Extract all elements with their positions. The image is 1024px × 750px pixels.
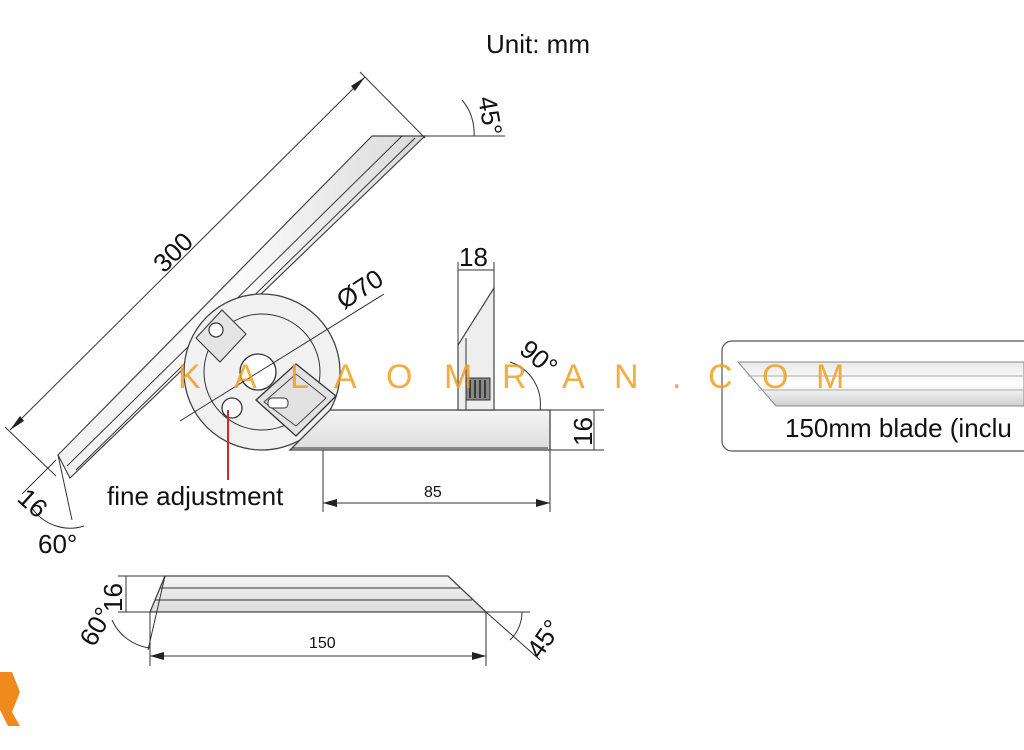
dim-angle-45-bottom: 45° bbox=[520, 614, 567, 663]
svg-text:A: A bbox=[562, 358, 585, 396]
dim-85: 85 bbox=[424, 484, 442, 501]
blade-clamp bbox=[195, 309, 247, 363]
svg-text:R: R bbox=[502, 358, 527, 396]
svg-text:N: N bbox=[614, 358, 639, 396]
svg-text:M: M bbox=[444, 358, 472, 396]
dim-angle-45-top: 45° bbox=[472, 94, 508, 138]
brand-logo bbox=[0, 672, 20, 726]
svg-text:M: M bbox=[816, 358, 844, 396]
blade-inset: 150mm blade (inclu bbox=[721, 340, 1024, 452]
dimension-lines bbox=[4, 71, 604, 529]
svg-text:L: L bbox=[290, 358, 309, 396]
dim-16-right: 16 bbox=[568, 417, 598, 446]
dim-300: 300 bbox=[147, 226, 199, 278]
blade-caption: 150mm blade (inclu bbox=[785, 413, 1012, 443]
svg-text:C: C bbox=[708, 358, 733, 396]
svg-text:A: A bbox=[234, 358, 257, 396]
lock-block bbox=[255, 363, 337, 437]
unit-label: Unit: mm bbox=[486, 29, 590, 59]
base-stock bbox=[288, 409, 551, 451]
dim-16-bottom: 16 bbox=[98, 583, 128, 612]
fine-adjustment-label: fine adjustment bbox=[107, 481, 284, 511]
dim-16-left: 16 bbox=[12, 482, 54, 524]
svg-text:A: A bbox=[334, 358, 357, 396]
blade-bottom-view bbox=[111, 575, 541, 666]
locking-knob bbox=[465, 377, 491, 401]
watermark: K A L A O M R A N . C O M bbox=[178, 358, 844, 396]
dim-diameter-70: Ø70 bbox=[331, 263, 389, 315]
dim-150: 150 bbox=[309, 635, 336, 652]
dim-18: 18 bbox=[459, 242, 488, 272]
dim-angle-60-left: 60° bbox=[38, 529, 77, 559]
svg-text:.: . bbox=[672, 358, 681, 396]
svg-text:O: O bbox=[762, 358, 788, 396]
svg-text:O: O bbox=[386, 358, 412, 396]
svg-text:K: K bbox=[178, 358, 201, 396]
protractor-main-view: fine adjustment bbox=[57, 135, 551, 511]
